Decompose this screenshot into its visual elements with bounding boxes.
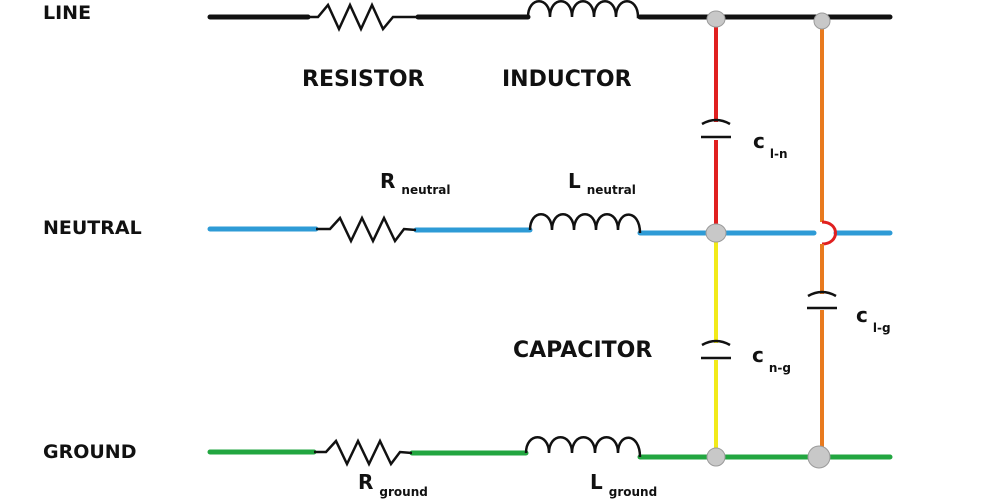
ground-inductor <box>524 436 642 458</box>
junction-nodes <box>705 10 831 469</box>
rail-label-line: LINE <box>43 2 91 24</box>
label-inductor: INDUCTOR <box>502 67 632 92</box>
line-resistor <box>308 1 418 33</box>
label-resistor: RESISTOR <box>302 67 425 92</box>
capacitor-line-neutral <box>701 20 731 230</box>
symbol-c-ng: cn-g <box>752 343 791 375</box>
ground-resistor <box>314 438 413 467</box>
rail-label-ground: GROUND <box>43 441 136 463</box>
symbol-c-lg: cl-g <box>856 303 891 335</box>
node-ground-2 <box>807 445 831 469</box>
neutral-rail <box>207 226 893 236</box>
node-neutral <box>705 223 727 243</box>
rail-label-neutral: NEUTRAL <box>43 217 142 239</box>
neutral-resistor <box>316 215 417 244</box>
ground-rail <box>207 449 893 460</box>
capacitor-line-ground <box>807 22 837 454</box>
node-ground-1 <box>706 447 726 467</box>
node-line-2 <box>813 12 831 30</box>
node-line-1 <box>706 10 726 28</box>
label-capacitor: CAPACITOR <box>513 338 652 363</box>
neutral-inductor <box>528 213 642 234</box>
symbol-c-ln: cl-n <box>753 129 788 161</box>
line-inductor <box>526 0 640 19</box>
capacitor-neutral-ground <box>701 236 731 454</box>
